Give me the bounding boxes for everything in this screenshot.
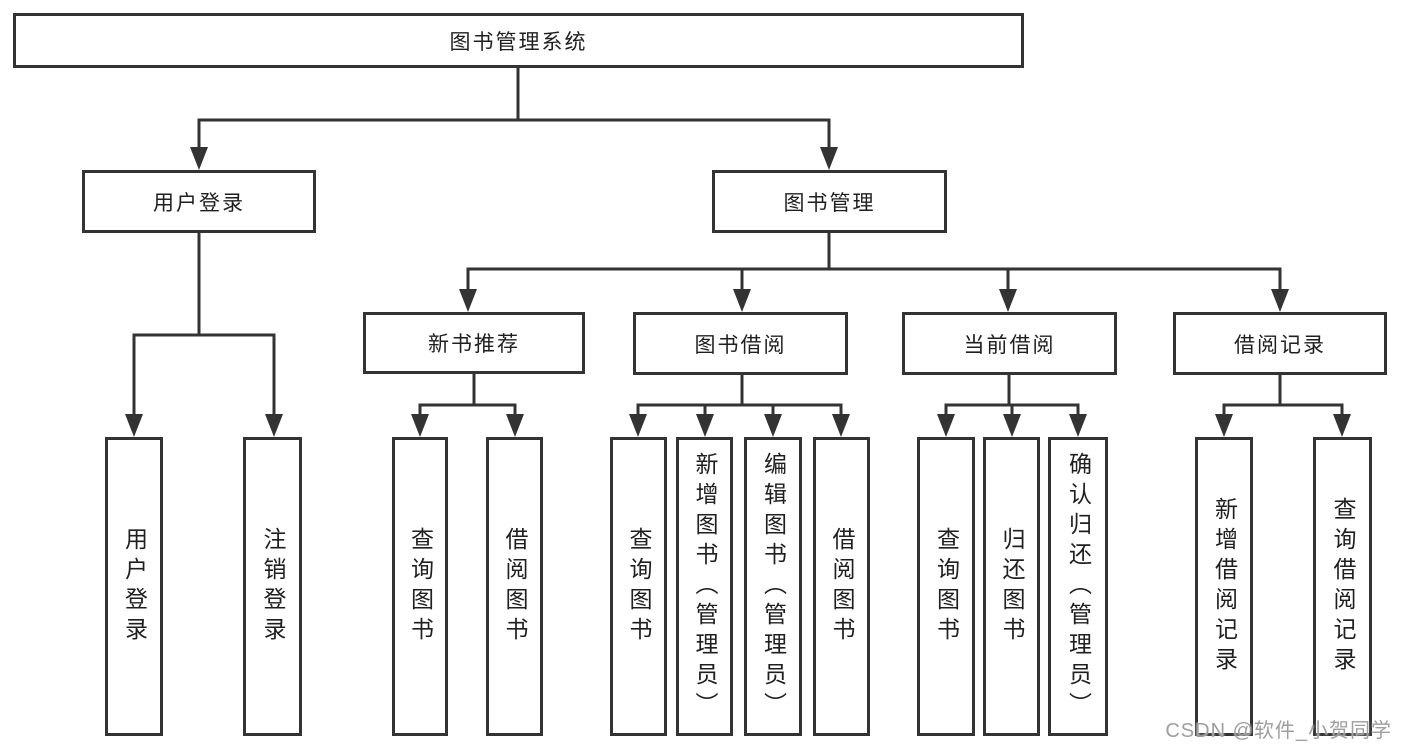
connector-user-login-children — [125, 233, 283, 437]
csdn-watermark: CSDN @软件_小贺同学 — [1165, 720, 1392, 742]
leaf-return-books: 归还图书 — [983, 437, 1040, 736]
arrowhead-icon — [265, 414, 283, 437]
arrowhead-icon — [1069, 414, 1087, 437]
leaf-query-books-newbook: 查询图书 — [392, 437, 448, 736]
leaf-borrow-books-borrowing: 借阅图书 — [813, 437, 870, 736]
connector-new-book-children — [411, 374, 524, 437]
node-book-management: 图书管理 — [712, 170, 947, 233]
node-borrowing-records: 借阅记录 — [1173, 312, 1387, 375]
arrowhead-icon — [820, 147, 838, 170]
node-current-borrowing: 当前借阅 — [902, 312, 1117, 375]
connector-book-mgmt-children — [459, 233, 1289, 312]
leaf-user-login: 用户登录 — [105, 437, 163, 736]
connector-current-borrow-children — [937, 375, 1087, 437]
arrowhead-icon — [506, 414, 524, 437]
arrowhead-icon — [411, 414, 429, 437]
arrowhead-icon — [125, 414, 143, 437]
node-book-borrowing: 图书借阅 — [633, 312, 848, 375]
arrowhead-icon — [190, 147, 208, 170]
arrowhead-icon — [459, 289, 477, 312]
leaf-logout: 注销登录 — [243, 437, 302, 736]
arrowhead-icon — [999, 289, 1017, 312]
node-library-system: 图书管理系统 — [13, 13, 1024, 68]
connector-borrow-record-children — [1215, 375, 1351, 437]
connector-book-borrow-children — [629, 375, 850, 437]
connector-root-to-level2 — [190, 68, 838, 170]
arrowhead-icon — [696, 414, 714, 437]
arrowhead-icon — [832, 414, 850, 437]
arrowhead-icon — [937, 414, 955, 437]
arrowhead-icon — [1271, 289, 1289, 312]
node-user-login: 用户登录 — [82, 170, 316, 233]
leaf-query-books-current: 查询图书 — [917, 437, 975, 736]
leaf-confirm-return-admin: 确认归还（管理员） — [1048, 437, 1108, 736]
arrowhead-icon — [733, 289, 751, 312]
arrowhead-icon — [1215, 414, 1233, 437]
leaf-query-borrow-record: 查询借阅记录 — [1313, 437, 1372, 736]
arrowhead-icon — [764, 414, 782, 437]
arrowhead-icon — [629, 414, 647, 437]
leaf-add-books-admin: 新增图书（管理员） — [676, 437, 733, 736]
leaf-edit-books-admin: 编辑图书（管理员） — [744, 437, 802, 736]
node-new-book-recommendation: 新书推荐 — [363, 312, 585, 374]
arrowhead-icon — [1333, 414, 1351, 437]
leaf-add-borrow-record: 新增借阅记录 — [1195, 437, 1253, 736]
leaf-borrow-books-newbook: 借阅图书 — [486, 437, 543, 736]
arrowhead-icon — [1003, 414, 1021, 437]
leaf-query-books-borrowing: 查询图书 — [610, 437, 667, 736]
